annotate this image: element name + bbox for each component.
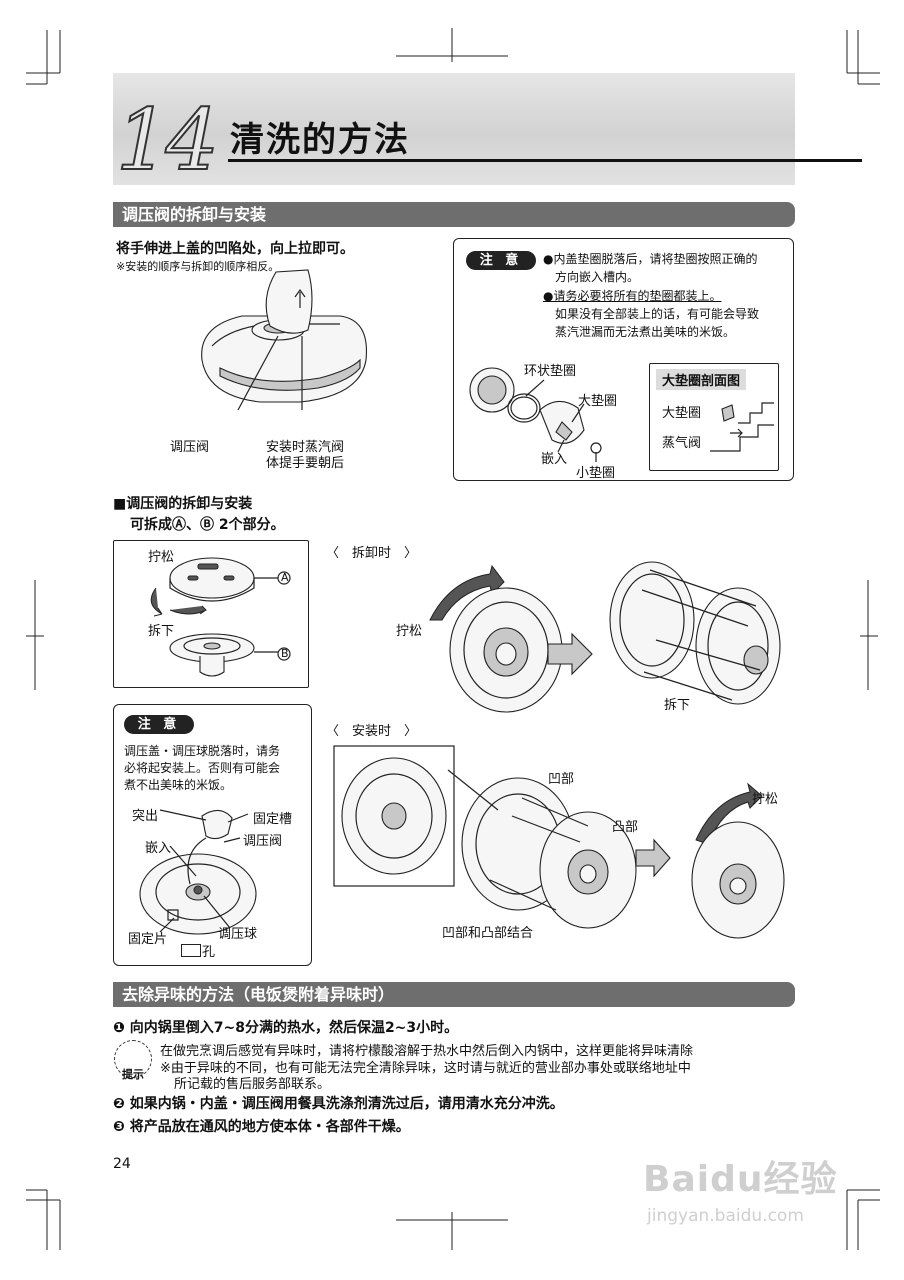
label-small-gasket: 小垫圈 bbox=[576, 466, 616, 481]
hint-icon: 提示 bbox=[114, 1040, 152, 1081]
label-remove: 拆下 bbox=[148, 624, 175, 639]
cross-label-large: 大垫圈 bbox=[662, 406, 702, 421]
caution-bullet-1: ●内盖垫圈脱落后，请将垫圈按照正确的 bbox=[543, 252, 758, 266]
hint-badge: 提示 bbox=[122, 1068, 144, 1081]
disassembly-caption: 〈 拆卸时 〉 bbox=[326, 546, 418, 561]
dis-label-remove: 拆下 bbox=[664, 698, 691, 713]
hint-line-2: ※由于异味的不同，也有可能无法完全清除异味，这时请与就近的营业部办事处或联络地址… bbox=[160, 1061, 691, 1076]
watermark: Baidu经验 jingyan.baidu.com bbox=[643, 1150, 837, 1226]
caution2-line-2: 必将起安装上。否则有可能会 bbox=[124, 761, 281, 775]
caution-bullet-2-cont2: 蒸汽泄漏而无法煮出美味的米饭。 bbox=[555, 325, 736, 339]
label-fix-slot: 固定槽 bbox=[253, 812, 293, 827]
cross-section-diagram bbox=[710, 402, 774, 452]
section-bar-odor: 去除异味的方法（电饭煲附着异味时） bbox=[113, 982, 795, 1007]
page-number: 24 bbox=[113, 1156, 131, 1172]
instruction-note: ※安装的顺序与拆卸的顺序相反。 bbox=[116, 260, 280, 273]
hint-line-3: 所记载的售后服务部联系。 bbox=[174, 1077, 331, 1092]
label-handle: 安装时蒸汽阀 bbox=[266, 440, 345, 455]
chapter-number: 14 bbox=[115, 91, 220, 189]
gasket-illustration bbox=[469, 367, 602, 462]
caution-box-valve bbox=[113, 704, 312, 966]
step-1: ❶ 向内锅里倒入7~8分满的热水，然后保温2~3小时。 bbox=[113, 1020, 459, 1036]
label-fix-plate: 固定片 bbox=[128, 932, 168, 947]
title-rule bbox=[228, 159, 862, 162]
watermark-brand: Baidu经验 bbox=[643, 1159, 838, 1200]
label-ball: 调压球 bbox=[218, 927, 258, 942]
caution-bullet-2: ●请务必要将所有的垫圈都装上。 bbox=[543, 289, 722, 303]
hole-marker bbox=[181, 944, 201, 957]
cross-label-valve: 蒸气阀 bbox=[662, 436, 702, 451]
label-part-b: B bbox=[281, 647, 289, 660]
chapter-header-band bbox=[113, 73, 795, 185]
step-2: ❷ 如果内锅・内盖・调压阀用餐具洗涤剂清洗过后，请用清水充分冲洗。 bbox=[113, 1096, 564, 1112]
label-insert: 嵌入 bbox=[541, 452, 568, 467]
install-caption: 〈 安装时 〉 bbox=[326, 724, 418, 739]
dis-label-loosen: 拧松 bbox=[396, 624, 423, 639]
cross-section-box bbox=[649, 363, 779, 471]
label-handle-2: 体提手要朝后 bbox=[266, 456, 345, 471]
ins-label-convex: 凸部 bbox=[612, 820, 639, 835]
label-ring-gasket: 环状垫圈 bbox=[524, 364, 577, 379]
label-valve: 调压阀 bbox=[170, 440, 210, 455]
caution-badge-2: 注 意 bbox=[124, 715, 194, 734]
label-part-a: A bbox=[281, 571, 289, 584]
watermark-url: jingyan.baidu.com bbox=[647, 1206, 804, 1226]
caution-box-gaskets bbox=[453, 238, 794, 481]
label-loosen: 拧松 bbox=[148, 550, 175, 565]
rice-cooker-illustration bbox=[201, 269, 368, 411]
label-large-gasket: 大垫圈 bbox=[578, 394, 618, 409]
caution-bullet-2-cont: 如果没有全部装上的话，有可能会导致 bbox=[555, 307, 760, 321]
cross-section-title: 大垫圈剖面图 bbox=[656, 369, 747, 390]
parts-box bbox=[113, 540, 309, 688]
ins-label-combine: 凹部和凸部结合 bbox=[442, 926, 534, 941]
valve-detail-illustration bbox=[139, 809, 257, 935]
caution-bullet-1-cont: 方向嵌入槽内。 bbox=[555, 270, 640, 284]
label-protrude: 突出 bbox=[132, 809, 159, 824]
label-insert-2: 嵌入 bbox=[145, 841, 172, 856]
subsection-subheading: 可拆成Ⓐ、Ⓑ 2个部分。 bbox=[130, 517, 285, 533]
installation-illustration bbox=[333, 745, 785, 939]
label-hole: 孔 bbox=[202, 945, 216, 960]
ins-label-concave: 凹部 bbox=[548, 772, 575, 787]
ins-label-tighten: 拧松 bbox=[752, 792, 779, 807]
section-bar-valve: 调压阀的拆卸与安装 bbox=[113, 202, 795, 227]
caution2-line-3: 煮不出美味的米饭。 bbox=[124, 778, 233, 792]
chapter-title: 清洗的方法 bbox=[230, 120, 410, 160]
instruction-text: 将手伸进上盖的凹陷处，向上拉即可。 bbox=[116, 241, 354, 257]
hint-line-1: 在做完烹调后感觉有异味时，请将柠檬酸溶解于热水中然后倒入内锅中，这样更能将异味清… bbox=[160, 1044, 694, 1059]
subsection-heading: ■调压阀的拆卸与安装 bbox=[113, 496, 253, 512]
caution2-line-1: 调压盖・调压球脱落时，请务 bbox=[124, 744, 281, 758]
parts-ab-illustration bbox=[150, 557, 291, 677]
caution-badge: 注 意 bbox=[466, 251, 536, 270]
disassembly-illustration bbox=[429, 561, 781, 713]
label-valve-2: 调压阀 bbox=[243, 834, 283, 849]
step-3: ❸ 将产品放在通风的地方使本体・各部件干燥。 bbox=[113, 1119, 410, 1135]
